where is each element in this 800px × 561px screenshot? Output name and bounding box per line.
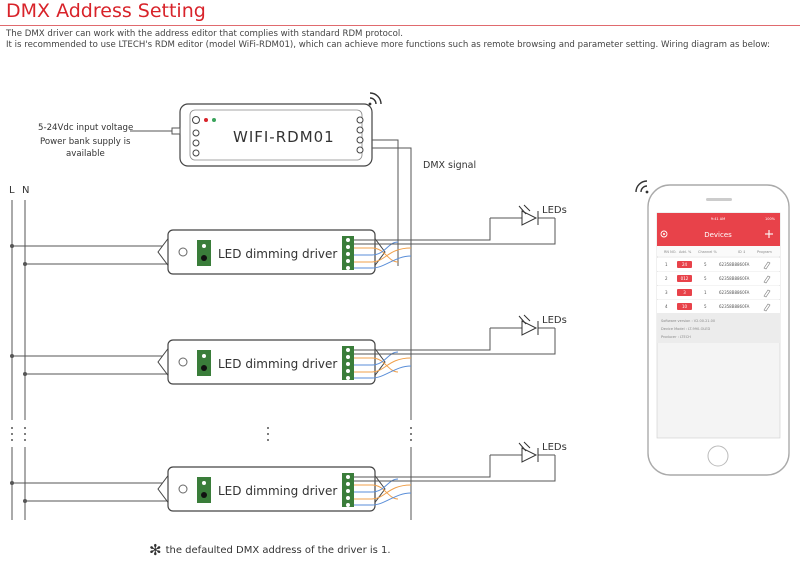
led-output-3 (354, 441, 556, 482)
edit-icon[interactable] (763, 261, 771, 270)
asterisk-icon: ✻ (149, 541, 162, 559)
editor-model-label: WIFI-RDM01 (233, 128, 335, 146)
dmx-signal-wire (372, 139, 412, 520)
phone-row-id: 62358B8860FA (719, 290, 750, 295)
phone-col-no: RN NO. (664, 250, 677, 254)
phone-col-channel: Channel % (698, 250, 717, 254)
dmx-wiring-3 (354, 478, 412, 506)
dmx-signal-label: DMX signal (423, 160, 476, 171)
mains-junction-dots (10, 244, 27, 503)
phone-col-addr: Add. % (679, 250, 692, 254)
rdm-editor-device: WIFI-RDM01 (179, 103, 373, 167)
footnote: ✻the defaulted DMX address of the driver… (149, 541, 391, 559)
phone-row-addr[interactable]: 012 (681, 276, 689, 281)
edit-icon[interactable] (763, 275, 771, 284)
phone-info-model: Device Model : LT-990-OLED (661, 327, 710, 331)
settings-icon[interactable] (660, 230, 668, 238)
led-driver-3: LED dimming driver LEDs (157, 441, 567, 512)
phone-row-id: 62358B8860FA (719, 276, 750, 281)
intro-line-1: The DMX driver can work with the address… (6, 29, 403, 39)
phone-info-producer: Producer : LTECH (661, 335, 691, 339)
phone-device: 9:41 AM 100% Devices RN NO. Add. % Chann… (647, 184, 790, 476)
driver-label-2: LED dimming driver (218, 357, 337, 371)
driver-label-3: LED dimming driver (218, 484, 337, 498)
phone-row-addr[interactable]: 3 (683, 290, 686, 295)
phone-device-list: 1 24 5 62358B8860FA 2 012 5 62358B8860FA 3 3 1 6235… (657, 258, 780, 313)
phone-row-channel: 5 (704, 276, 707, 281)
intro-line-2: It is recommended to use LTECH's RDM edi… (6, 40, 771, 50)
wifi-signal-icon (368, 92, 382, 106)
led-output-1 (354, 204, 556, 245)
phone-col-id: ID ↕ (738, 250, 746, 254)
phone-status-battery: 100% (765, 217, 776, 221)
phone-device-row[interactable]: 2 012 5 62358B8860FA (657, 272, 780, 285)
phone-col-program: Program (757, 250, 772, 254)
phone-header-title: Devices (704, 231, 732, 239)
phone-row-no: 1 (665, 262, 668, 267)
driver-label-1: LED dimming driver (218, 247, 337, 261)
mains-gap-dots (11, 427, 412, 441)
supply-voltage-label: 5-24Vdc input voltage (38, 123, 133, 133)
phone-row-channel: 5 (704, 304, 707, 309)
mains-l-label: L (9, 185, 15, 196)
led-driver-2: LED dimming driver LEDs (157, 314, 567, 385)
phone-row-addr[interactable]: 10 (682, 304, 688, 309)
phone-row-channel: 5 (704, 262, 707, 267)
title-divider (0, 25, 800, 26)
phone-row-addr[interactable]: 24 (682, 262, 688, 267)
footnote-text: the defaulted DMX address of the driver … (165, 545, 391, 556)
edit-icon[interactable] (763, 289, 771, 298)
phone-row-no: 2 (665, 276, 668, 281)
mains-wires (11, 200, 26, 520)
phone-row-id: 62358B8860FA (719, 262, 750, 267)
supply-wire (130, 127, 181, 135)
dmx-wiring-1 (354, 241, 412, 269)
phone-row-id: 62358B8860FA (719, 304, 750, 309)
supply-note-label: Power bank supply is (40, 137, 131, 147)
edit-icon[interactable] (763, 303, 771, 312)
phone-row-no: 3 (665, 290, 668, 295)
phone-device-row[interactable]: 1 24 5 62358B8860FA (657, 258, 780, 271)
mains-n-label: N (22, 185, 29, 196)
page-title: DMX Address Setting (6, 0, 206, 22)
leds-label-1: LEDs (542, 205, 567, 216)
phone-device-row[interactable]: 3 3 1 62358B8860FA (657, 286, 780, 299)
leds-label-2: LEDs (542, 315, 567, 326)
supply-note-label-2: available (66, 149, 105, 159)
phone-wifi-icon (635, 180, 649, 194)
led-output-2 (354, 314, 556, 355)
phone-status-time: 9:41 AM (711, 217, 725, 221)
dmx-wiring-2 (354, 351, 412, 379)
phone-row-no: 4 (665, 304, 668, 309)
led-driver-1: LED dimming driver LEDs (157, 204, 567, 275)
phone-row-channel: 1 (704, 290, 707, 295)
leds-label-3: LEDs (542, 442, 567, 453)
phone-info-software: Software version : V2.00.21.00 (661, 319, 715, 323)
add-device-icon[interactable] (765, 230, 773, 238)
phone-device-row[interactable]: 4 10 5 62358B8860FA (657, 300, 780, 313)
